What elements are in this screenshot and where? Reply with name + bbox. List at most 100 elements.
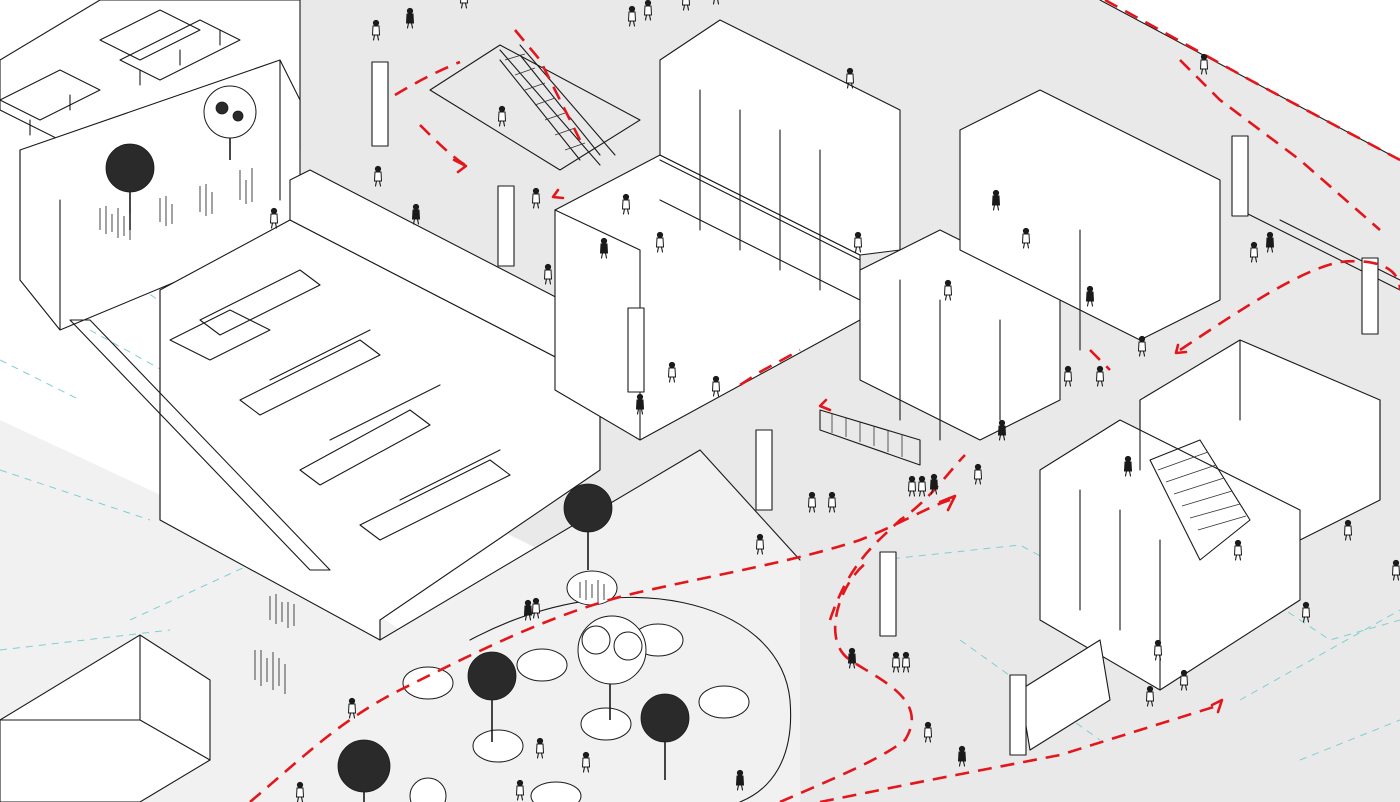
pedestrian-figure [459, 0, 469, 9]
pedestrian-figure [891, 651, 901, 673]
pedestrian-figure [269, 207, 279, 229]
pedestrian-figure [1137, 335, 1147, 357]
tree [640, 693, 690, 780]
direction-arrow [1174, 343, 1188, 355]
column [627, 307, 645, 393]
circulation-route [1179, 259, 1400, 352]
direction-arrow [551, 188, 565, 200]
pedestrian-figure [1265, 231, 1275, 253]
pedestrian-figure [755, 533, 765, 555]
pedestrian-figure [531, 187, 541, 209]
pedestrian-figure [411, 203, 421, 225]
pedestrian-figure [1123, 455, 1133, 477]
pedestrian-figure [1199, 53, 1209, 75]
pedestrian-figure [667, 361, 677, 383]
column [1231, 135, 1249, 217]
tree [563, 483, 613, 570]
pedestrian-figure [1301, 601, 1311, 623]
direction-arrow [818, 398, 832, 412]
tree [203, 85, 257, 160]
pedestrian-figure [681, 0, 691, 11]
staircase-north [499, 44, 616, 166]
pedestrian-figure [973, 463, 983, 485]
core-blocks-east [859, 0, 1400, 751]
pedestrian-figure [655, 231, 665, 253]
pedestrian-figure [1021, 227, 1031, 249]
staircase-east [1149, 439, 1251, 561]
direction-arrow [452, 158, 468, 174]
circulation-route [1179, 59, 1381, 231]
pedestrian-figure [847, 647, 857, 669]
circulation-route [739, 348, 1111, 387]
column [497, 185, 515, 267]
circulation-route [249, 498, 951, 802]
circulation-routes [249, 0, 1400, 802]
pedestrian-figure [643, 0, 653, 21]
pedestrian-figure [1153, 639, 1163, 661]
column [371, 61, 389, 147]
pedestrian-figure [599, 237, 609, 259]
circulation-route [779, 558, 913, 802]
pedestrian-figure [1095, 365, 1105, 387]
circulation-route [828, 454, 966, 621]
column [1009, 674, 1027, 756]
pavilion-block-southwest [0, 634, 211, 802]
pedestrian-figure [1179, 669, 1189, 691]
pedestrian-figure [827, 491, 837, 513]
planter [402, 666, 454, 700]
pedestrian-figure [371, 19, 381, 41]
columns [371, 61, 1379, 756]
pedestrian-figure [543, 263, 553, 285]
pedestrian-figure [917, 475, 927, 497]
pedestrian-figure [531, 597, 541, 619]
pedestrians [269, 0, 1400, 802]
pedestrian-figure [1145, 685, 1155, 707]
pedestrian-figure [735, 769, 745, 791]
pedestrian-figure [635, 393, 645, 415]
planter [698, 685, 750, 719]
pedestrian-figure [627, 5, 637, 27]
pedestrian-figure [853, 231, 863, 253]
pedestrian-figure [1343, 519, 1353, 541]
staircases [499, 44, 1251, 561]
tree [467, 651, 517, 742]
pedestrian-figure [405, 7, 415, 29]
tree [577, 615, 647, 720]
pedestrian-figure [711, 375, 721, 397]
column [755, 429, 773, 511]
pedestrian-figure [907, 475, 917, 497]
pedestrian-figure [712, 0, 720, 5]
pedestrian-figure [581, 751, 591, 773]
planter [580, 707, 632, 741]
direction-arrow [1210, 698, 1224, 714]
pedestrian-figure [845, 67, 855, 89]
planter [472, 729, 524, 763]
circular-planters [402, 570, 750, 802]
circulation-route [1104, 0, 1400, 162]
pedestrian-figure [497, 105, 507, 127]
pedestrian-figure [515, 779, 525, 801]
pedestrian-figure [535, 737, 545, 759]
pedestrian-figure [807, 491, 817, 513]
tree [337, 739, 391, 802]
pedestrian-figure [957, 745, 967, 767]
planter [530, 781, 582, 802]
pedestrian-figure [1249, 241, 1259, 263]
pedestrian-figure [991, 189, 1001, 211]
pedestrian-figure [347, 697, 357, 719]
pedestrian-figure [997, 419, 1007, 441]
pedestrian-figure [523, 599, 533, 621]
pedestrian-figure [295, 781, 305, 802]
staircase-center [819, 409, 921, 466]
pedestrian-figure [929, 473, 939, 495]
direction-arrow [938, 494, 957, 512]
column [879, 551, 897, 637]
pedestrian-figure [923, 721, 933, 743]
pedestrian-figure [621, 193, 631, 215]
column [1361, 257, 1379, 335]
pedestrian-figure [1085, 285, 1095, 307]
grass-patches [99, 168, 605, 694]
planter [516, 648, 568, 682]
